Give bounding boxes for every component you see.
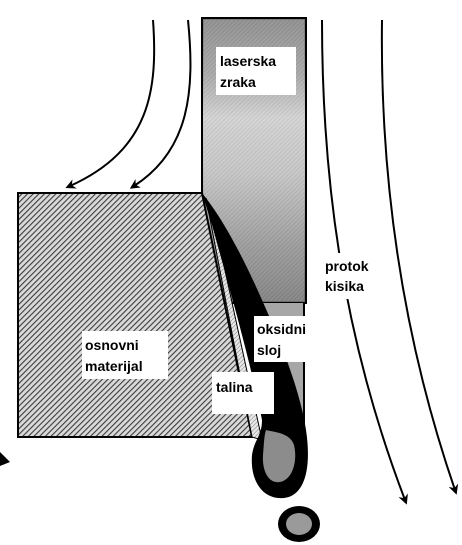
label-base-material: osnovni materijal (82, 331, 168, 379)
label-oxygen-flow-line1: protok (325, 258, 369, 274)
label-laser-beam: laserska zraka (216, 47, 296, 95)
label-base-material-line1: osnovni (85, 337, 139, 353)
label-melt-text: talina (216, 379, 253, 395)
label-base-material-line2: materijal (85, 358, 143, 374)
escape-arrow-icon (0, 452, 10, 466)
label-melt: talina (212, 372, 274, 414)
melt-droplet (278, 506, 320, 542)
label-oxide-layer: oksidni sloj (254, 316, 320, 362)
label-oxygen-flow: protok kisika (322, 253, 382, 299)
label-oxide-layer-line2: sloj (257, 342, 281, 358)
label-oxygen-flow-line2: kisika (325, 278, 364, 294)
label-laser-beam-line1: laserska (220, 53, 276, 69)
label-laser-beam-line2: zraka (220, 74, 256, 90)
label-oxide-layer-line1: oksidni (257, 321, 306, 337)
